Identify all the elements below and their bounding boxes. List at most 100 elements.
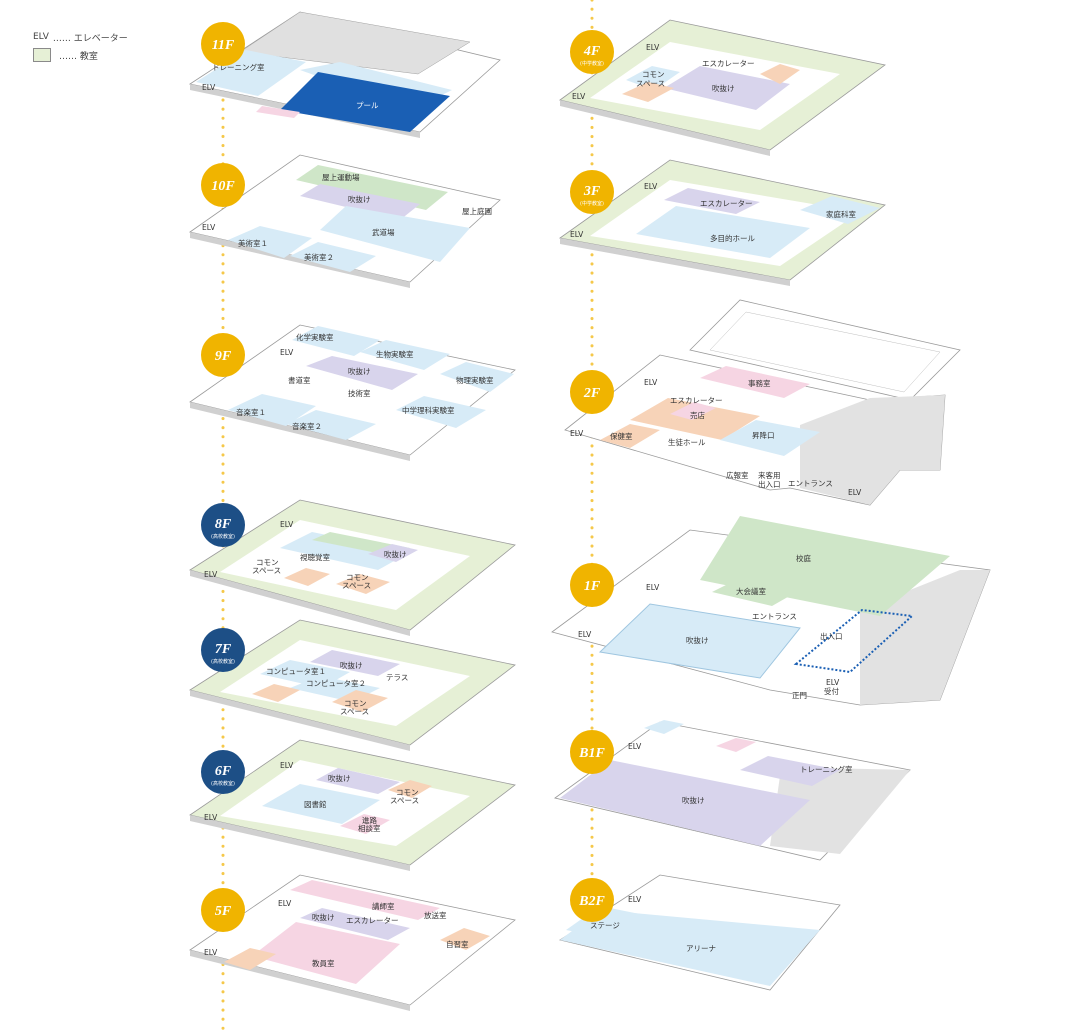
label-6f-6: 相談室	[358, 823, 381, 833]
floor-11f-pool	[280, 72, 450, 132]
badge-1f-text: 1F	[584, 579, 601, 594]
badge-5f-circle	[201, 888, 245, 932]
label-10f-4: 武道場	[372, 227, 395, 237]
floor-1f: 校庭 ELV 大会議室 エントランス 出入口 吹抜け ELV ELV 受付 正門	[551, 516, 991, 706]
label-9f-5: 物理実験室	[456, 375, 494, 385]
label-1f-4: 出入口	[820, 631, 843, 641]
label-1f-0: 校庭	[796, 553, 811, 563]
floor-3f: ELV エスカレーター 家庭科室 多目的ホール ELV	[558, 159, 886, 286]
badge-9f-circle	[201, 333, 245, 377]
floor-4f: ELV エスカレーター コモン スペース 吹抜け ELV	[559, 19, 886, 156]
label-3f-1: エスカレーター	[700, 199, 753, 208]
label-b1f-1: トレーニング室	[800, 764, 853, 774]
floor-6f-common	[388, 780, 432, 798]
floor-6f-career	[340, 814, 390, 834]
floor-4f-void	[664, 66, 790, 110]
label-4f-3: スペース	[636, 79, 665, 88]
floor-11f-pink	[256, 106, 300, 118]
badge-7f: 7F (高校教室)	[201, 628, 245, 672]
label-10f-5: 美術室１	[238, 238, 268, 248]
label-8f-1: 吹抜け	[384, 549, 407, 559]
label-6f-4: 図書館	[304, 799, 327, 809]
floor-b1f: ELV トレーニング室 吹抜け	[554, 720, 911, 861]
label-6f-1: 吹抜け	[328, 773, 351, 783]
label-2f-2: エスカレーター	[670, 396, 723, 405]
label-2f-0: ELV	[644, 378, 658, 387]
floor-6f-edge	[190, 815, 410, 871]
label-8f-5: コモン	[346, 573, 369, 582]
label-8f-7: ELV	[204, 570, 218, 579]
floor-8f-edge	[190, 570, 410, 636]
label-5f-7: 教員室	[312, 958, 335, 968]
floor-1f-void	[598, 603, 801, 679]
badge-b2f-text: B2F	[578, 894, 605, 909]
label-5f-4: 放送室	[424, 910, 447, 920]
floor-9f-jrsci	[396, 396, 486, 428]
floor-5f-lecturers	[290, 880, 440, 920]
floor-b2f-arena	[560, 910, 820, 986]
label-1f-8: 受付	[824, 686, 839, 696]
floor-3f-void	[664, 188, 760, 214]
label-6f-3: スペース	[390, 796, 419, 805]
floor-2f-office	[700, 366, 810, 398]
floor-2f-shop	[670, 402, 716, 420]
badge-5f-text: 5F	[215, 904, 232, 919]
floor-7f-edge	[190, 690, 410, 751]
floor-10f-rooftop	[296, 165, 448, 210]
legend-classroom-swatch	[33, 48, 51, 62]
floor-badges: 11F 10F 9F 8F (高校教室) 7F (高校教室) 6F (高校教室)…	[201, 22, 614, 932]
floor-9f-music1	[228, 394, 316, 426]
floor-3f-edge	[560, 238, 790, 286]
badge-b1f-circle	[570, 730, 614, 774]
floor-7f-peach	[252, 684, 300, 702]
label-6f-0: ELV	[280, 761, 294, 770]
badge-6f-circle	[201, 750, 245, 794]
label-4f-2: コモン	[642, 70, 665, 79]
legend-elv-desc: …… エレベーター	[52, 33, 128, 44]
badge-6f-text: 6F	[215, 764, 232, 779]
floor-10f-void	[300, 184, 420, 220]
floor-9f: 化学実験室 生物実験室 ELV 吹抜け 書道室 物理実験室 技術室 音楽室１ 中…	[189, 324, 516, 461]
floor-7f-common	[332, 690, 388, 712]
label-6f-5: 進路	[362, 815, 377, 825]
badge-b2f-circle	[570, 878, 614, 922]
floor-b1f-gray	[770, 768, 910, 854]
label-8f-0: ELV	[280, 520, 294, 529]
floor-9f-edge	[190, 402, 410, 461]
label-10f-1: 吹抜け	[348, 194, 371, 204]
floor-b1f-blue1	[644, 720, 684, 734]
legend-elevator: ELV …… エレベーター	[33, 28, 128, 46]
floor-9f-music2	[286, 410, 376, 440]
floor-2f-upper-inner	[709, 311, 941, 393]
floor-2f-health	[600, 424, 660, 448]
label-5f-6: ELV	[204, 948, 218, 957]
floor-2f: ELV 事務室 エスカレーター 売店 保健室 生徒ホール 昇降口 広報室 来客用…	[564, 299, 961, 506]
label-8f-2: 視聴覚室	[300, 552, 330, 562]
label-8f-3: コモン	[256, 558, 279, 567]
label-1f-1: ELV	[646, 583, 660, 592]
floor-4f-edge	[560, 100, 770, 156]
floor-2f-entrance-hall	[720, 420, 820, 456]
badge-8f-text: 8F	[215, 517, 232, 532]
floor-10f-edge	[190, 232, 410, 288]
badge-b1f-text: B1F	[578, 746, 605, 761]
badge-10f-text: 10F	[211, 179, 235, 194]
floor-10f-art1	[228, 226, 312, 258]
label-1f-2: 大会議室	[736, 586, 766, 596]
floor-10f-budo	[320, 206, 470, 262]
label-2f-9: 出入口	[758, 479, 781, 489]
floor-5f: ELV 講師室 吹抜け エスカレーター 放送室 自習室 ELV 教員室	[189, 874, 516, 1011]
badge-4f-sub: (中学教室)	[580, 60, 604, 67]
floor-8f-void	[368, 544, 418, 562]
label-9f-3: 吹抜け	[348, 366, 371, 376]
floor-1f-dotted-path	[793, 608, 915, 674]
badge-4f-circle	[570, 30, 614, 74]
label-6f-7: ELV	[204, 813, 218, 822]
floor-6f-library	[262, 784, 380, 824]
label-7f-1: コンピュータ室１	[266, 666, 326, 676]
badge-7f-text: 7F	[215, 642, 232, 657]
label-b2f-1: ステージ	[590, 921, 620, 930]
floor-8f-common1	[284, 568, 330, 586]
label-3f-4: ELV	[570, 230, 584, 239]
